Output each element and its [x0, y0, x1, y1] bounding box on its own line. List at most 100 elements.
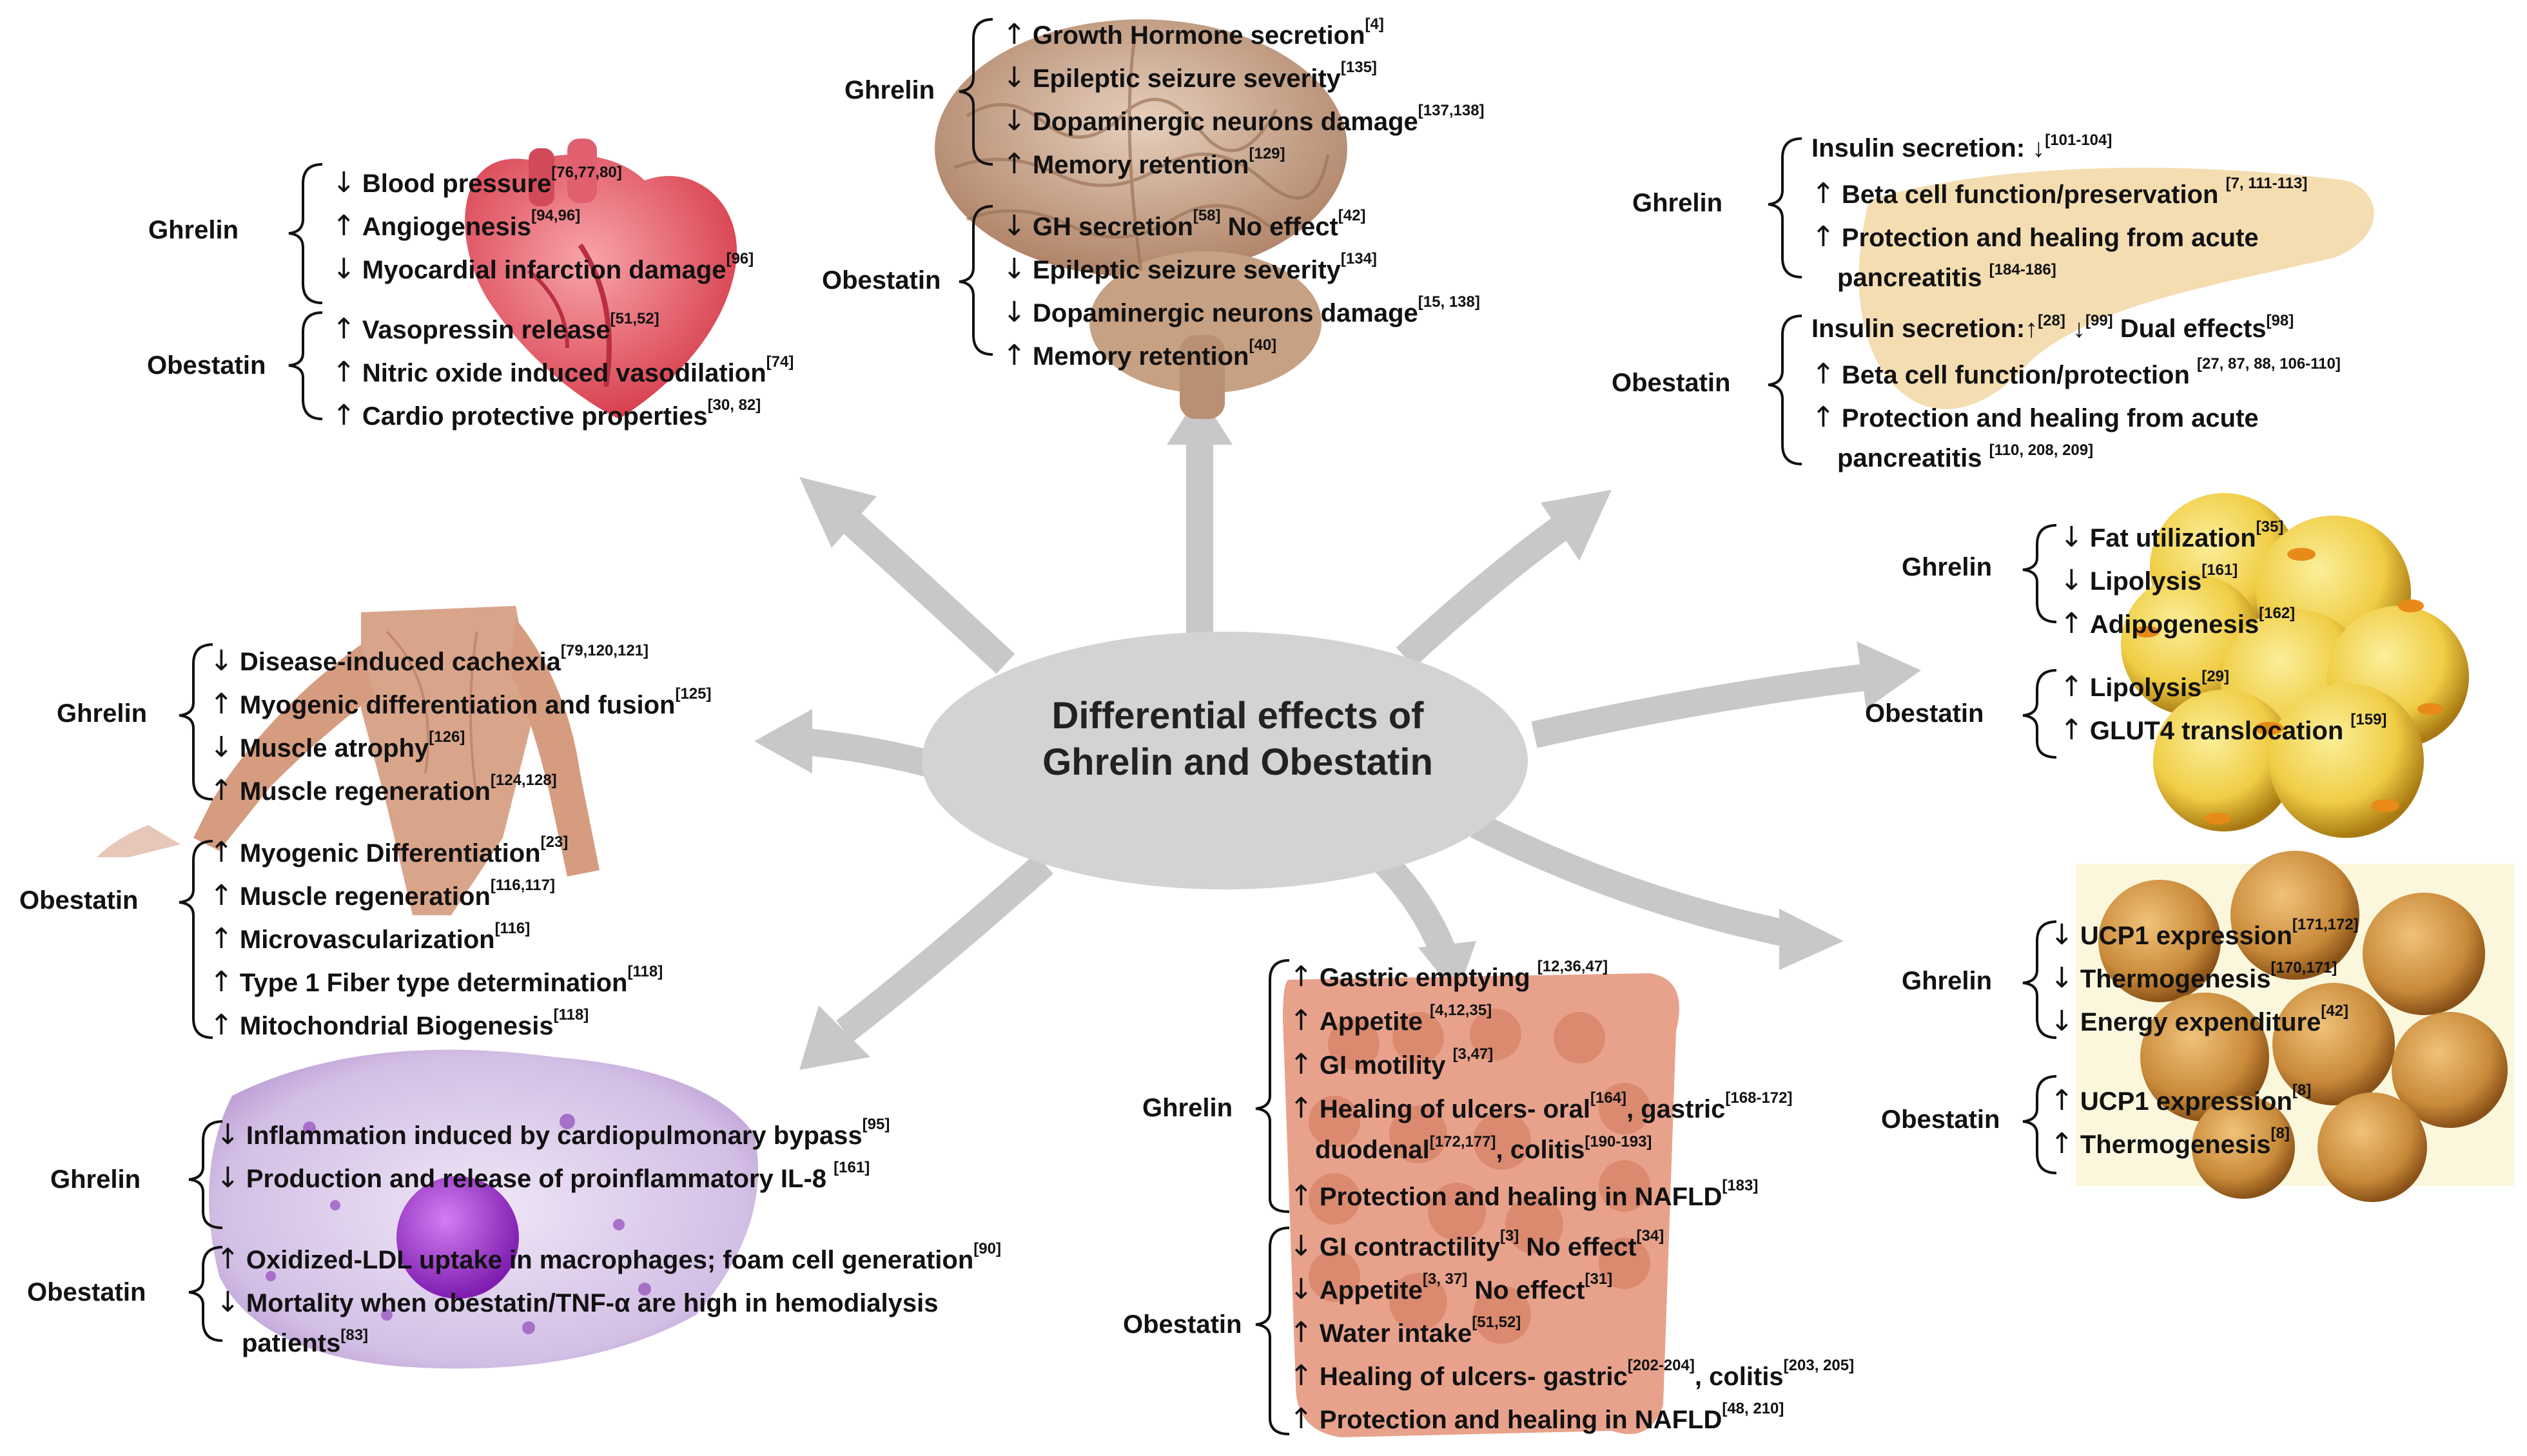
arrow-up-icon: ↑ — [2060, 607, 2083, 640]
brown-fat-ghrelin-item: ↓UCP1 expression[171,172] — [2050, 916, 2359, 951]
intestine-image — [1283, 973, 1679, 1437]
brownfat-obestatin-label: Obestatin — [1881, 1105, 2000, 1134]
gut-ghrelin-item: ↑Appetite [4,12,35] — [1289, 1002, 1492, 1037]
pancreas-ghrelin-label: Ghrelin — [1632, 189, 1723, 217]
arrow-ul-shaft — [841, 512, 1015, 674]
brain-obestatin-item: ↑Memory retention[40] — [1002, 336, 1277, 372]
arrow-down-icon: ↓ — [1289, 1230, 1313, 1263]
heart-obestatin-item: ↑Cardio protective properties[30, 82] — [332, 396, 761, 432]
brain-ghrelin-item: ↓Dopaminergic neurons damage[137,138] — [1002, 102, 1485, 137]
arrow-up-icon: ↑ — [2060, 713, 2083, 746]
brown-fat-ghrelin-item: ↓Thermogenesis[170,171] — [2050, 959, 2337, 995]
pancreas-ghrelin-item: pancreatitis [184-186] — [1837, 261, 2056, 292]
gut-ghrelin-item: ↑Gastric emptying [12,36,47] — [1289, 958, 1608, 993]
arrow-down-icon: ↓ — [1002, 61, 1026, 94]
macrophage-image — [209, 1049, 758, 1369]
arrow-up-icon: ↑ — [1811, 401, 1835, 434]
brain-obestatin-label: Obestatin — [822, 266, 941, 295]
muscle-obestatin-item: ↑Mitochondrial Biogenesis[118] — [210, 1006, 589, 1042]
fat-ghrelin-item: ↓Lipolysis[161] — [2060, 561, 2238, 597]
muscle-ghrelin-item: ↑Muscle regeneration[124,128] — [210, 772, 557, 807]
brain-ghrelin-label: Ghrelin — [844, 76, 935, 104]
arrow-right-head — [1857, 641, 1921, 709]
muscle-body-image — [97, 606, 600, 915]
arrow-down-icon: ↓ — [1002, 296, 1026, 329]
brain-image — [935, 19, 1347, 419]
muscle-obestatin-item: ↑Myogenic Differentiation[23] — [210, 833, 569, 869]
arrow-up-icon: ↑ — [1289, 1048, 1313, 1081]
brown-fat-ghrelin-item: ↓Energy expenditure[42] — [2050, 1002, 2348, 1038]
arrow-down-icon: ↓ — [1002, 209, 1026, 242]
arrow-up-icon: ↑ — [216, 1243, 240, 1276]
gut-obestatin-item: ↓GI contractility[3] No effect[34] — [1289, 1227, 1664, 1263]
arrow-ll-shaft — [836, 853, 1053, 1042]
center-arrows — [754, 393, 1921, 1070]
pancreas-obestatin-item: pancreatitis [110, 208, 209] — [1837, 442, 2094, 472]
arrow-lr-shaft — [1470, 813, 1795, 948]
macrophage-obestatin-item: patients[83] — [242, 1326, 369, 1357]
mac-ghrelin-label: Ghrelin — [50, 1165, 141, 1194]
gut-obestatin-item: ↑Healing of ulcers- gastric[202-204], co… — [1289, 1357, 1855, 1392]
macrophage-obestatin-item: ↓Mortality when obestatin/TNF-α are high… — [216, 1286, 939, 1319]
fat-cells-image — [2114, 493, 2469, 838]
arrow-down-icon: ↓ — [216, 1161, 240, 1194]
arrow-down-icon: ↓ — [1289, 1273, 1313, 1306]
fat-obestatin-item: ↑GLUT4 translocation [159] — [2060, 711, 2387, 746]
macrophage-obestatin-item: ↑Oxidized-LDL uptake in macrophages; foa… — [216, 1240, 1001, 1276]
arrow-down-icon: ↓ — [332, 253, 356, 286]
arrow-up-icon: ↑ — [210, 1009, 233, 1042]
arrow-up-icon: ↑ — [1002, 339, 1026, 372]
arrow-down-icon: ↓ — [2050, 962, 2074, 995]
arrow-up-icon: ↑ — [1289, 1316, 1313, 1349]
fat-ghrelin-item: ↑Adipogenesis[162] — [2060, 605, 2296, 640]
arrow-down-shaft — [1370, 848, 1457, 959]
arrow-down-icon: ↓ — [210, 731, 233, 764]
muscle-obestatin-label: Obestatin — [19, 886, 139, 915]
gut-obestatin-item: ↓Appetite[3, 37] No effect[31] — [1289, 1270, 1613, 1306]
arrow-up-icon: ↑ — [1002, 148, 1026, 180]
arrow-up-icon: ↑ — [1289, 960, 1313, 993]
mac-obestatin-label: Obestatin — [27, 1278, 146, 1306]
muscle-obestatin-item: ↑Microvascularization[116] — [210, 920, 531, 955]
gut-ghrelin-item: duodenal[172,177], colitis[190-193] — [1315, 1133, 1652, 1164]
arrow-up-icon: ↑ — [1289, 1179, 1313, 1212]
muscle-ghrelin-item: ↓Disease-induced cachexia[79,120,121] — [210, 642, 649, 677]
arrow-lr-head — [1779, 909, 1844, 970]
brain-ghrelin-item: ↑Growth Hormone secretion[4] — [1002, 15, 1384, 51]
muscle-ghrelin-item: ↓Muscle atrophy[126] — [210, 728, 465, 764]
arrow-up-icon: ↑ — [210, 688, 233, 721]
brain-ghrelin-item: ↑Memory retention[129] — [1002, 145, 1285, 180]
muscle-obestatin-item: ↑Muscle regeneration[116,117] — [210, 877, 555, 912]
brain-obestatin-item: ↓Dopaminergic neurons damage[15, 138] — [1002, 293, 1480, 329]
pancreas-ghrelin-item: ↑Protection and healing from acute — [1811, 220, 2259, 253]
heart-ghrelin-item: ↓Myocardial infarction damage[96] — [332, 250, 754, 286]
arrow-ul-head — [799, 477, 877, 548]
pancreas-obestatin-item: Insulin secretion:↑[28] ↓[99] Dual effec… — [1811, 312, 2294, 343]
brown-fat-obestatin-item: ↑Thermogenesis[8] — [2050, 1125, 2290, 1160]
arrow-up-icon: ↑ — [332, 313, 356, 345]
heart-obestatin-label: Obestatin — [147, 351, 266, 380]
arrow-up-icon: ↑ — [1002, 18, 1026, 51]
arrow-up-icon: ↑ — [1289, 1004, 1313, 1037]
macrophage-ghrelin-item: ↓Inflammation induced by cardiopulmonary… — [216, 1116, 890, 1151]
arrow-up-icon: ↑ — [2050, 1127, 2074, 1160]
brain-ghrelin-item: ↓Epileptic seizure severity[135] — [1002, 59, 1377, 94]
heart-obestatin-item: ↑Vasopressin release[51,52] — [332, 310, 659, 345]
arrow-down-icon: ↓ — [210, 645, 233, 677]
arrow-up-icon: ↑ — [332, 399, 356, 432]
fat-ghrelin-label: Ghrelin — [1902, 553, 1993, 581]
arrow-down-icon: ↓ — [216, 1286, 240, 1319]
arrow-down-icon: ↓ — [1002, 104, 1026, 137]
pancreas-obestatin-item: ↑Protection and healing from acute — [1811, 401, 2259, 434]
heart-obestatin-item: ↑Nitric oxide induced vasodilation[74] — [332, 353, 794, 389]
fat-ghrelin-item: ↓Fat utilization[35] — [2060, 518, 2284, 554]
arrow-up-icon: ↑ — [210, 966, 233, 998]
arrow-up-icon: ↑ — [1289, 1359, 1313, 1392]
fat-obestatin-label: Obestatin — [1865, 699, 1984, 728]
gut-obestatin-item: ↑Protection and healing in NAFLD[48, 210… — [1289, 1400, 1784, 1435]
gut-ghrelin-label: Ghrelin — [1142, 1094, 1233, 1122]
gut-obestatin-item: ↑Water intake[51,52] — [1289, 1314, 1521, 1349]
arrow-up-icon: ↑ — [1811, 220, 1835, 253]
